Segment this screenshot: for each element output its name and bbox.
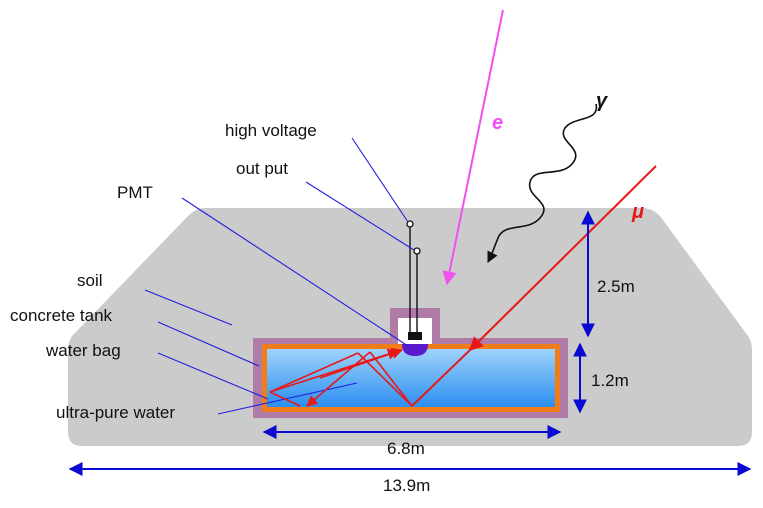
label-pmt: PMT <box>117 183 153 202</box>
output-terminal <box>413 247 421 255</box>
leader-soil <box>144 289 233 326</box>
label-water-bag: water bag <box>45 341 121 360</box>
electron-track <box>442 9 504 286</box>
leader-lines <box>144 137 415 415</box>
label-muon: μ <box>631 201 644 223</box>
cherenkov-light-paths <box>269 347 413 407</box>
label-soil: soil <box>77 271 103 290</box>
light-path <box>269 352 359 393</box>
light-path <box>269 391 301 407</box>
leader-water-bag <box>157 352 269 400</box>
leader-pmt <box>181 197 409 347</box>
pmt-base <box>408 332 422 340</box>
leader-ultra-pure-water <box>217 382 358 415</box>
label-ultra-pure-water: ultra-pure water <box>56 403 175 422</box>
dim-tank-height: 1.2m <box>591 371 629 390</box>
label-output: out put <box>236 159 288 178</box>
light-path <box>319 347 404 379</box>
muon-track-inside <box>411 349 471 407</box>
leader-output <box>305 181 415 251</box>
muon-track <box>469 165 657 351</box>
label-electron: e <box>492 112 503 134</box>
label-gamma: γ <box>596 90 609 112</box>
dim-tank-width: 6.8m <box>387 439 425 458</box>
dim-soil-depth: 2.5m <box>597 277 635 296</box>
label-concrete-tank: concrete tank <box>10 306 113 325</box>
leader-concrete-tank <box>157 321 260 367</box>
label-high-voltage: high voltage <box>225 121 317 140</box>
pmt <box>402 344 428 356</box>
dimension-arrows <box>68 210 752 476</box>
pmt-housing <box>398 318 432 344</box>
leader-high-voltage <box>351 137 409 223</box>
high-voltage-terminal <box>406 220 414 228</box>
light-path <box>306 351 371 407</box>
gamma-track <box>487 103 597 264</box>
light-path <box>369 351 413 407</box>
ultra-pure-water <box>267 349 555 407</box>
dim-total-width: 13.9m <box>383 476 430 495</box>
